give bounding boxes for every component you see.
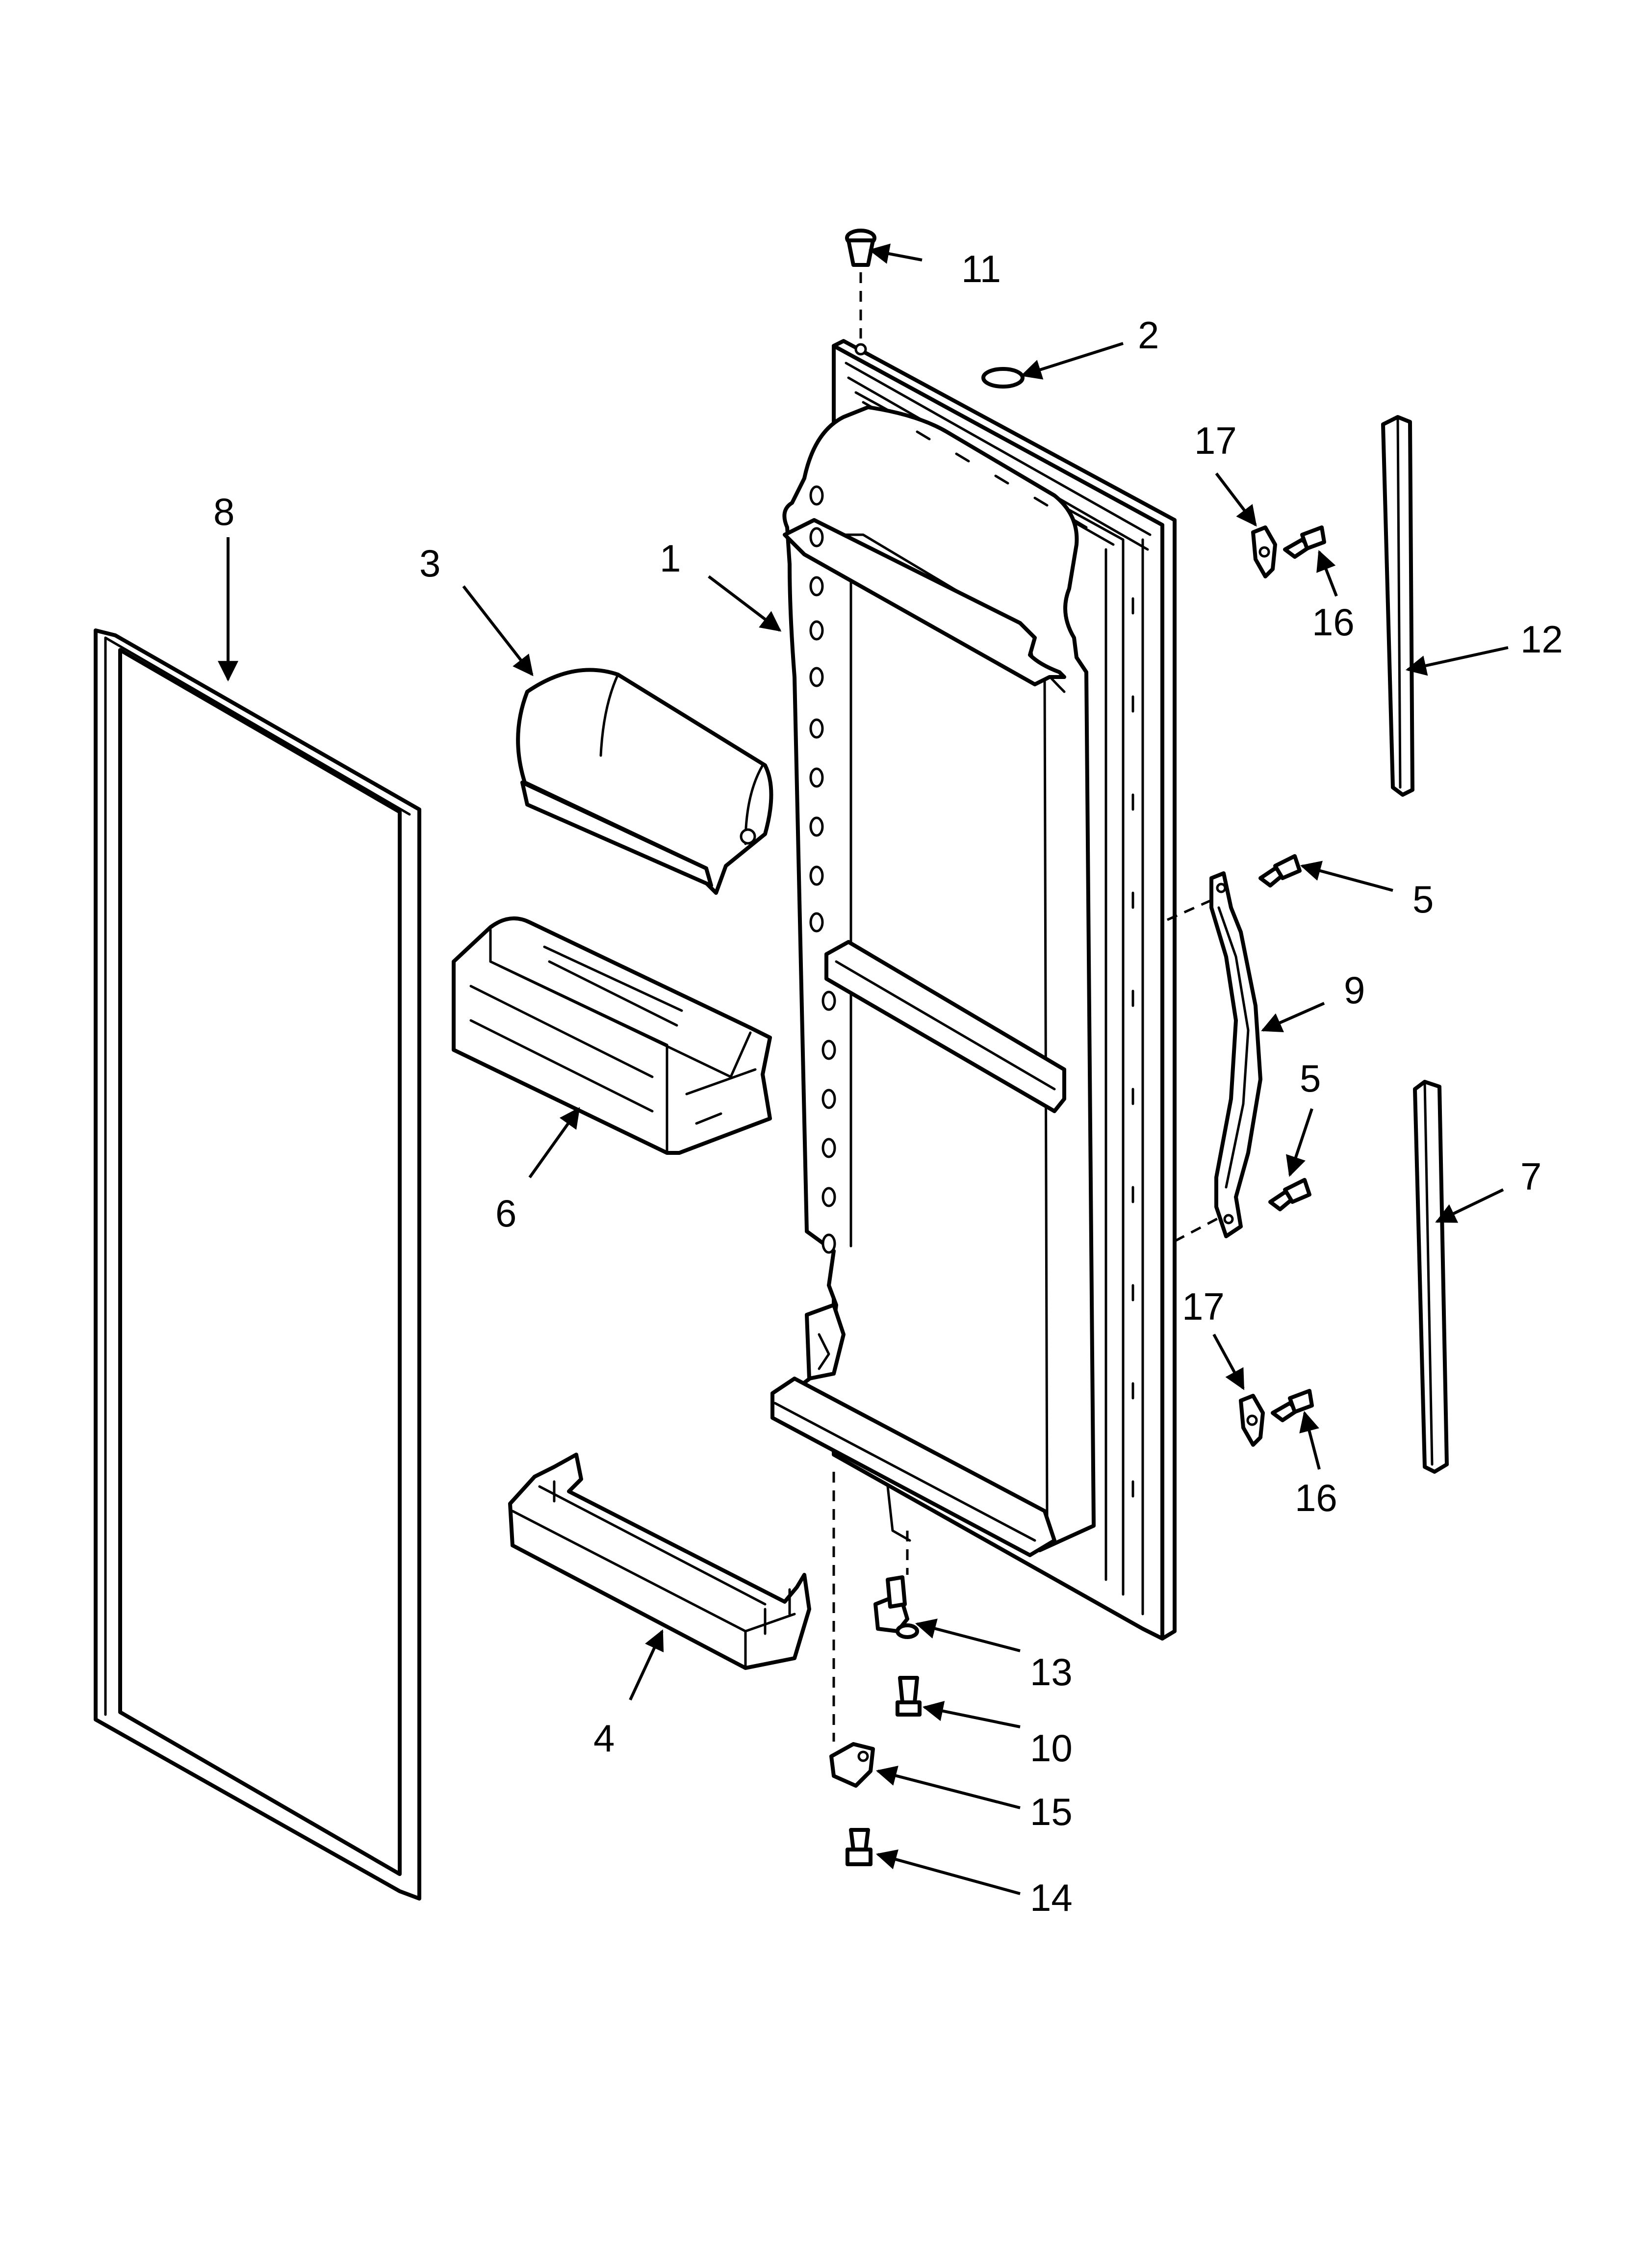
trim-strip-lower (1413, 1080, 1449, 1474)
callout-5-upper: 5 (1412, 878, 1434, 921)
lower-hinge (873, 1575, 919, 1639)
callout-15: 15 (1030, 1790, 1073, 1833)
callout-1: 1 (660, 537, 681, 580)
callout-6: 6 (495, 1192, 516, 1235)
handle-screw-lower (1268, 1178, 1311, 1211)
callout-14: 14 (1030, 1876, 1073, 1919)
hinge-screw (896, 1676, 922, 1717)
lower-door-shelf (508, 1453, 811, 1670)
callout-7: 7 (1520, 1155, 1541, 1198)
callout-8: 8 (213, 490, 234, 533)
door-handle (1166, 871, 1262, 1243)
door-bin (452, 916, 772, 1155)
door-gasket (94, 628, 421, 1901)
door-closure-cam (829, 1472, 909, 1788)
callout-16-lower: 16 (1295, 1476, 1337, 1519)
callout-9: 9 (1344, 968, 1365, 1012)
callout-12: 12 (1520, 618, 1563, 661)
plug-button (981, 367, 1025, 389)
handle-clip-lower (1239, 1394, 1265, 1447)
callout-3: 3 (419, 542, 440, 585)
clip-screw-lower (1271, 1389, 1314, 1422)
callout-10: 10 (1030, 1726, 1073, 1770)
door-assembly (770, 339, 1177, 1641)
callout-16-upper: 16 (1312, 600, 1355, 644)
leader-lines (218, 243, 1509, 1895)
handle-screw-upper (1258, 854, 1302, 887)
dairy-door (516, 668, 773, 895)
callout-labels: 11 2 1 3 8 12 17 16 5 9 5 7 6 17 16 13 1… (213, 247, 1563, 1919)
shelf-support-holes (809, 485, 836, 1254)
handle-clip-upper (1251, 525, 1277, 578)
trim-strip-upper (1381, 415, 1414, 797)
callout-13: 13 (1030, 1650, 1073, 1694)
cam-screw (846, 1828, 872, 1866)
hinge-bushing (845, 229, 876, 356)
callout-5-lower: 5 (1300, 1057, 1321, 1100)
callout-4: 4 (593, 1717, 615, 1760)
callout-2: 2 (1138, 313, 1159, 357)
callout-11: 11 (961, 247, 1001, 290)
callout-17-lower: 17 (1182, 1285, 1225, 1328)
clip-screw-upper (1283, 525, 1326, 559)
callout-17-upper: 17 (1194, 419, 1237, 462)
